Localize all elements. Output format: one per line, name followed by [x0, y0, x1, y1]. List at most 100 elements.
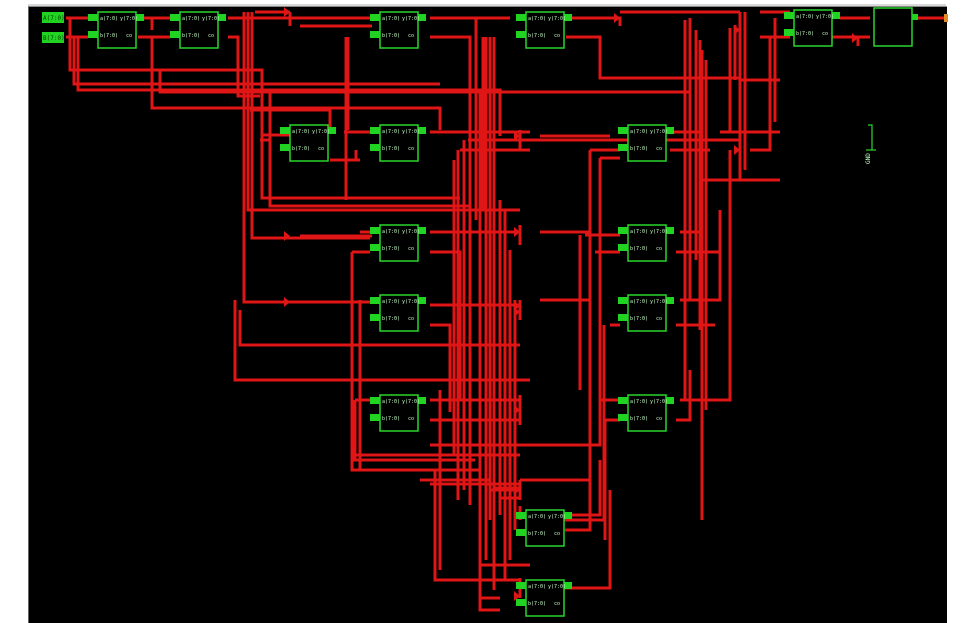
adder-cell[interactable]: a(7:0)b(7:0)y(7:0)co [618, 294, 674, 332]
cell-body [627, 294, 667, 332]
pin-b-label: b(7:0) [630, 416, 648, 422]
adder-cell[interactable]: a(7:0)b(7:0)y(7:0)co [516, 509, 572, 547]
adder-cell[interactable]: a(7:0)b(7:0)y(7:0)co [516, 579, 572, 617]
adder-cell[interactable]: a(7:0)b(7:0)y(7:0)co [370, 124, 426, 162]
pin-a-label: a(7:0) [182, 16, 200, 22]
pin-a [618, 397, 628, 404]
pin-b-label: b(7:0) [182, 33, 200, 39]
window-top-border [28, 4, 946, 6]
pin-a [516, 512, 526, 519]
pin-b-label: b(7:0) [100, 33, 118, 39]
adder-cell[interactable]: a(7:0)b(7:0)y(7:0)co [370, 11, 426, 49]
wire-net [260, 138, 272, 198]
wire-net [250, 108, 332, 130]
wire-net [481, 37, 520, 212]
wire-net [430, 158, 602, 447]
input-port-pad [42, 12, 64, 23]
adder-cell[interactable]: a(7:0)b(7:0)y(7:0)co [280, 124, 336, 162]
pin-b-label: b(7:0) [382, 146, 400, 152]
cell-body [525, 509, 565, 547]
adder-cell[interactable]: a(7:0) b(7:0) y(7:0) co [618, 394, 674, 432]
pin-y [418, 297, 426, 304]
adder-cell[interactable]: a(7:0)b(7:0)y(7:0)co [370, 224, 426, 262]
wire-net [560, 460, 602, 517]
pin-a [516, 582, 526, 589]
adder-cell[interactable]: a(7:0)b(7:0)y(7:0)co [618, 224, 674, 262]
output-port-marker [944, 14, 948, 22]
wire-net [565, 470, 592, 532]
pin-a [618, 127, 628, 134]
pin-y [418, 127, 426, 134]
adder-cell[interactable]: a(7:0)b(7:0)y(7:0)co [370, 294, 426, 332]
pin-y-label: y(7:0) [402, 229, 420, 235]
pin-b [618, 144, 628, 151]
pin-b [618, 314, 628, 321]
adder-cell[interactable]: a(7:0) b(7:0) y(7:0) co [170, 11, 226, 49]
input-port[interactable]: A(7:0) [42, 12, 65, 23]
pin-y-label: y(7:0) [650, 399, 668, 405]
pin-y-label: y(7:0) [548, 514, 566, 520]
pin-b [370, 144, 380, 151]
block-layer: A(7:0) B(7:0) a(7:0) b(7:0) y(7:0) co a(7:0) b(… [42, 7, 948, 617]
pin-a-label: a(7:0) [292, 129, 310, 135]
wire-net [268, 92, 470, 208]
pin-a [170, 14, 180, 21]
pin-b-label: b(7:0) [382, 33, 400, 39]
pin-a [516, 14, 526, 21]
pin-y-label: y(7:0) [548, 584, 566, 590]
pin-co-label: co [554, 531, 560, 537]
pin-y [564, 582, 572, 589]
pin-co-label: co [554, 601, 560, 607]
output-register[interactable] [873, 7, 948, 47]
pin-y [418, 227, 426, 234]
wire-net [80, 68, 690, 94]
bus-ripper [514, 131, 520, 141]
bus-ripper [734, 145, 740, 155]
adder-cell[interactable]: a(7:0)b(7:0)y(7:0)co [784, 9, 840, 47]
wire-net [566, 35, 740, 80]
wire-net [238, 310, 520, 347]
pin-co-label: co [656, 416, 662, 422]
adder-cell[interactable]: a(7:0)b(7:0)y(7:0)co [370, 394, 426, 432]
pin-b [88, 31, 98, 38]
pin-a-label: a(7:0) [382, 129, 400, 135]
pin-a-label: a(7:0) [796, 14, 814, 20]
pin-y [564, 512, 572, 519]
pin-a [618, 297, 628, 304]
pin-co-label: co [408, 246, 414, 252]
adder-cell[interactable]: a(7:0)b(7:0)y(7:0)co [88, 11, 144, 49]
pin-b-label: b(7:0) [292, 146, 310, 152]
pin-y [418, 397, 426, 404]
wire-layer [66, 7, 946, 612]
pin-a [618, 227, 628, 234]
pin-a-label: a(7:0) [528, 584, 546, 590]
pin-y [832, 12, 840, 19]
pin-co-label: co [656, 316, 662, 322]
adder-cell[interactable]: a(7:0)b(7:0)y(7:0)co [516, 11, 572, 49]
pin-a [784, 12, 794, 19]
cell-body [379, 124, 419, 162]
pin-co-label: co [656, 246, 662, 252]
input-port[interactable]: B(7:0) [42, 32, 65, 43]
pin-b [516, 529, 526, 536]
pin-co-label: co [208, 33, 214, 39]
pin-a-label: a(7:0) [382, 299, 400, 305]
pin-b-label: b(7:0) [528, 33, 546, 39]
wire-net [233, 300, 530, 382]
cell-body [379, 224, 419, 262]
pin-co-label: co [656, 146, 662, 152]
pin-co-label: co [408, 316, 414, 322]
pin-a-label: a(7:0) [630, 399, 648, 405]
wire-net [353, 400, 475, 462]
pin-co-label: co [408, 416, 414, 422]
wire-net [568, 16, 622, 26]
cell-body [525, 579, 565, 617]
pin-b [370, 314, 380, 321]
cell-body [289, 124, 329, 162]
pin-y [666, 397, 674, 404]
pin-y-label: y(7:0) [202, 16, 220, 22]
pin-y-label: y(7:0) [402, 16, 420, 22]
adder-cell[interactable]: a(7:0)b(7:0)y(7:0)co [618, 124, 674, 162]
wire-net [242, 12, 290, 304]
pin-a [370, 227, 380, 234]
